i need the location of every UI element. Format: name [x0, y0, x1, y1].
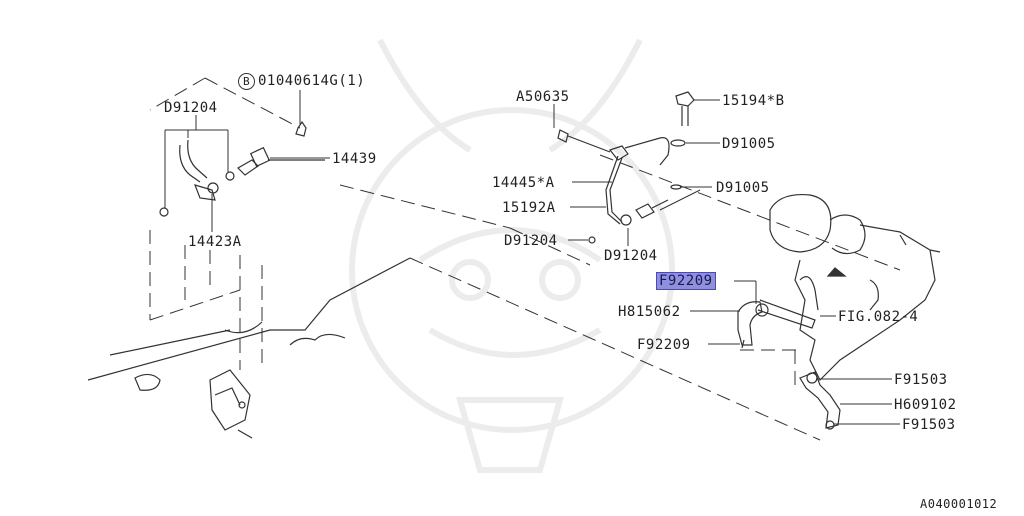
- watermark-emblem: [349, 38, 675, 473]
- label-H609102[interactable]: H609102: [894, 397, 957, 413]
- label-D91005-b[interactable]: D91005: [716, 180, 770, 196]
- b-marker: B: [238, 73, 255, 90]
- label-A50635[interactable]: A50635: [516, 89, 570, 105]
- leader-lines: [164, 90, 900, 425]
- vacuum-tube-14423A: [159, 120, 325, 217]
- label-14423A[interactable]: 14423A: [188, 234, 242, 250]
- label-15192A[interactable]: 15192A: [502, 200, 556, 216]
- label-14445A[interactable]: 14445*A: [492, 175, 555, 191]
- intake-manifold: [757, 193, 941, 382]
- label-F92209[interactable]: F92209: [637, 337, 691, 353]
- label-F91503-b[interactable]: F91503: [902, 417, 956, 433]
- label-FIG082-4[interactable]: FIG.082-4: [838, 309, 919, 325]
- label-H815062[interactable]: H815062: [618, 304, 681, 320]
- label-D91204-mid[interactable]: D91204: [504, 233, 558, 249]
- label-F92209-highlighted[interactable]: F92209: [656, 272, 716, 290]
- dashed-outline: [149, 77, 901, 441]
- image-code: A040001012: [920, 497, 998, 511]
- fuel-pipe-14445A: [557, 129, 670, 244]
- hose-H609102: [799, 371, 841, 430]
- label-D91005-a[interactable]: D91005: [722, 136, 776, 152]
- label-D91204-top[interactable]: D91204: [164, 100, 218, 116]
- label-14439[interactable]: 14439: [332, 151, 377, 167]
- hose-H815062: [737, 301, 769, 349]
- label-01040614G[interactable]: 01040614G(1): [258, 73, 366, 89]
- label-F91503-a[interactable]: F91503: [894, 372, 948, 388]
- bolt-15194B: [670, 91, 695, 190]
- label-15194B[interactable]: 15194*B: [722, 93, 785, 109]
- engine-block: [87, 257, 411, 439]
- label-D91204-low[interactable]: D91204: [604, 248, 658, 264]
